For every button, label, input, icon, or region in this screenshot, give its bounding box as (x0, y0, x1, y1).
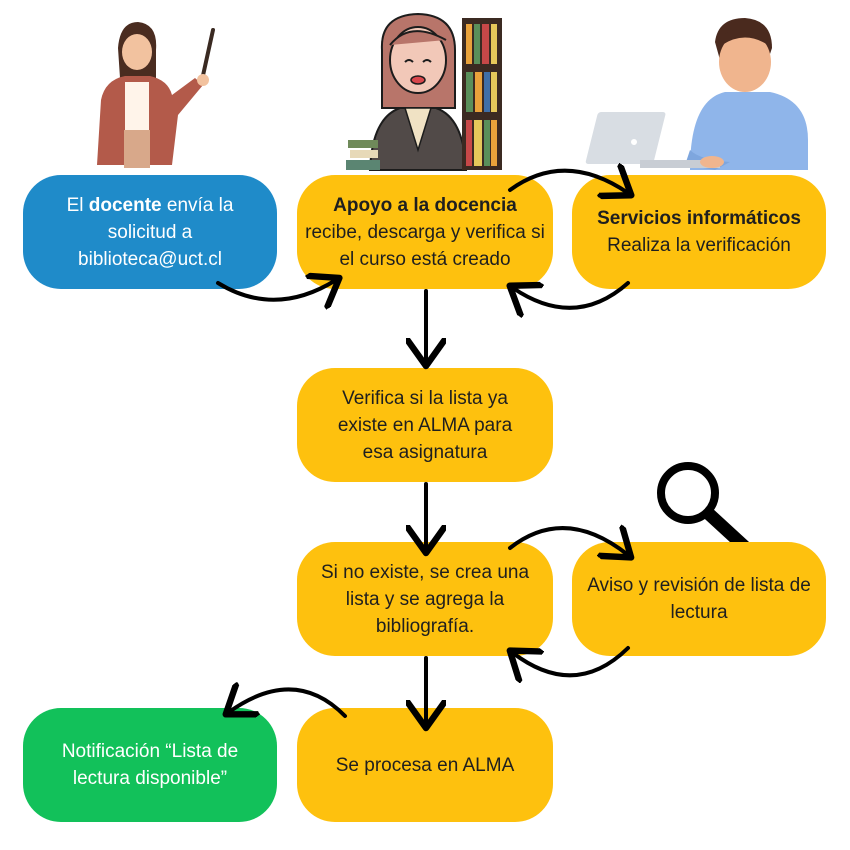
arrow-apoyo-to-servicios (508, 171, 628, 193)
crea-text: Si no existe, se crea una lista y se agr… (320, 561, 530, 637)
procesa-text: Se procesa en ALMA (335, 754, 515, 776)
arrow-procesa-to-notificacion (229, 689, 347, 718)
servicios-informaticos-box: Servicios informáticos Realiza la verifi… (572, 175, 826, 289)
notificacion-box: Notificación “Lista de lectura disponibl… (23, 708, 277, 822)
arrow-servicios-to-apoyo (513, 281, 630, 308)
apoyo-docencia-box: Apoyo a la docencia recibe, descarga y v… (297, 175, 553, 289)
aviso-revision-box: Aviso y revisión de lista de lectura (572, 542, 826, 656)
crea-lista-box: Si no existe, se crea una lista y se agr… (297, 542, 553, 656)
servicios-title: Servicios informáticos (597, 208, 801, 229)
docente-text-post: envía la solicitud a biblioteca@uct.cl (78, 194, 234, 270)
notificacion-text: Notificación “Lista de lectura disponibl… (61, 741, 239, 789)
verifica-lista-box: Verifica si la lista ya existe en ALMA p… (297, 368, 553, 482)
apoyo-body: recibe, descarga y verifica si el curso … (305, 221, 545, 270)
aviso-text: Aviso y revisión de lista de lectura (587, 575, 811, 623)
verifica-text: Verifica si la lista ya existe en ALMA p… (337, 387, 513, 463)
bookshelf-illustration (462, 18, 502, 170)
teacher-illustration (97, 22, 215, 168)
arrow-aviso-to-crea (513, 646, 630, 675)
servicios-body: Realiza la verificación (607, 235, 791, 256)
docente-request-box: El docente envía la solicitud a bibliote… (23, 175, 277, 289)
laptop-user-illustration (585, 18, 808, 170)
librarian-illustration (346, 12, 468, 171)
arrow-crea-to-aviso (508, 528, 628, 555)
apoyo-title: Apoyo a la docencia (333, 194, 517, 216)
docente-text-pre: El (66, 194, 89, 216)
arrow-docente-to-apoyo (216, 280, 336, 300)
docente-text-bold: docente (88, 194, 162, 216)
